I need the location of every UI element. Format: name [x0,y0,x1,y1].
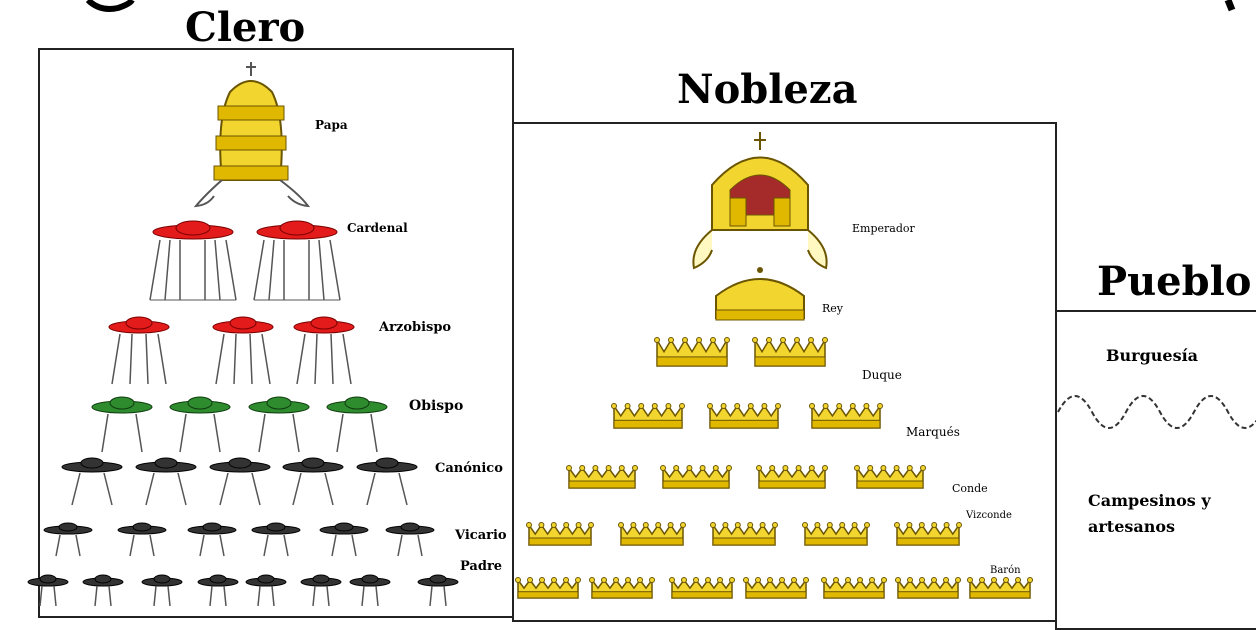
wavy-divider-icon [1057,395,1256,429]
baron-coronet-icon [669,577,735,599]
baron-coronet-icon [821,577,887,599]
papal-tiara-icon [193,62,311,208]
pueblo-lower-label: Campesinos y artesanos [1088,491,1211,536]
archbishop-hats-icon [108,316,355,334]
bishop-tassels-icon [101,413,378,453]
rank-label-conde: Conde [952,482,988,495]
viscount-coronet-icon [710,522,778,546]
cardinal-tassels-icon [149,239,341,301]
viscount-coronet-icon [894,522,962,546]
viscount-coronet-icon [618,522,686,546]
rank-label-duque: Duque [862,368,902,382]
nobleza-title: Nobleza [677,66,858,113]
count-coronet-icon [854,465,926,489]
vicar-tassels-icon [55,534,423,557]
priest-hats-icon [27,574,459,587]
vicar-hats-icon [43,522,435,535]
count-coronet-icon [566,465,638,489]
rank-label-padre: Padre [460,559,503,574]
baron-coronet-icon [743,577,809,599]
count-coronet-icon [756,465,828,489]
rank-label-obispo: Obispo [409,398,464,414]
rank-label-vizconde: Vizconde [966,510,1012,521]
viscount-coronet-icon [802,522,870,546]
rank-label-rey: Rey [822,302,844,315]
viscount-coronet-icon [526,522,594,546]
rank-label-papa: Papa [315,118,348,132]
heading-remnant-shapes [85,0,1236,12]
bishop-hats-icon [91,396,388,414]
royal-crown-icon [715,267,805,321]
rank-label-cardenal: Cardenal [347,221,408,235]
duke-coronet-icon [752,337,828,367]
coronet-rows-drawing [515,337,1033,599]
rank-label-emperador: Emperador [852,222,915,235]
rank-label-vicario: Vicario [455,528,507,543]
marquess-coronet-icon [809,403,883,429]
baron-coronet-icon [515,577,581,599]
canon-tassels-icon [71,472,408,506]
archbishop-tassels-icon [111,333,352,385]
imperial-crown-icon [692,132,828,270]
pueblo-panel [1055,310,1256,630]
canon-hats-icon [61,457,418,473]
clero-title: Clero [185,4,306,51]
baron-coronet-icon [589,577,655,599]
duke-coronet-icon [654,337,730,367]
pueblo-upper-label: Burguesía [1106,346,1199,365]
cardinal-hats-icon [152,220,338,240]
cut-off-heading-remnant [0,0,1256,14]
rank-label-arzobispo: Arzobispo [379,320,452,335]
marquess-coronet-icon [707,403,781,429]
marquess-coronet-icon [611,403,685,429]
baron-coronet-icon [895,577,961,599]
nobleza-hierarchy-drawing [692,132,828,321]
clero-hierarchy-drawing [27,62,459,606]
rank-label-baron: Barón [990,565,1021,576]
rank-label-canonico: Canónico [435,461,503,476]
count-coronet-icon [660,465,732,489]
priest-tassels-icon [39,585,447,606]
pueblo-title: Pueblo [1097,258,1252,305]
baron-coronet-icon [967,577,1033,599]
rank-label-marques: Marqués [906,425,960,439]
